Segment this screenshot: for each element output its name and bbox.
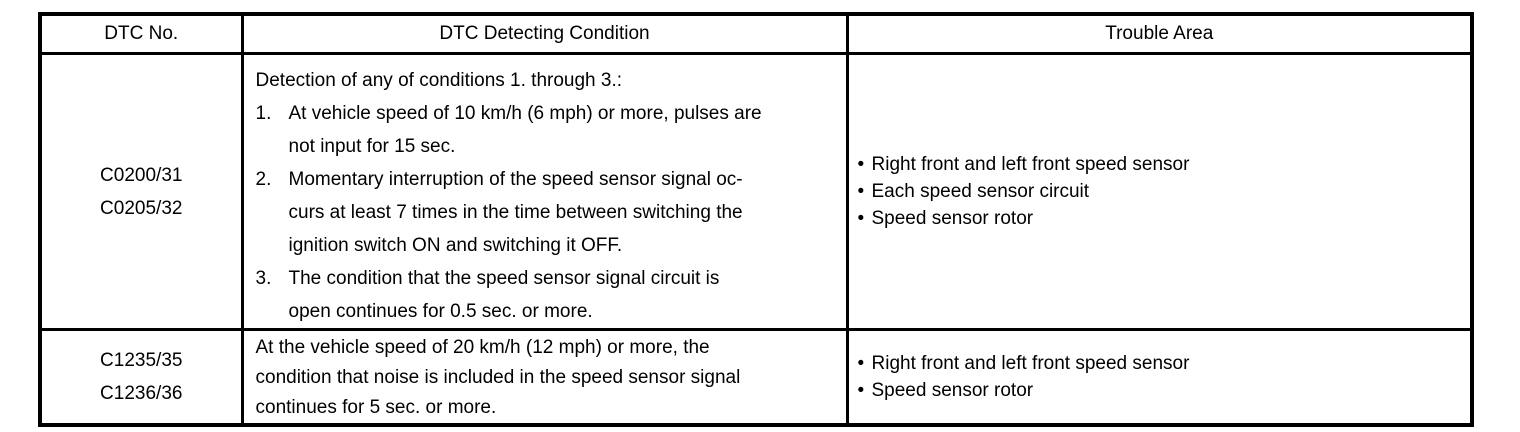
header-trouble-area: Trouble Area [845, 12, 1474, 55]
condition-item-number: 3. [255, 268, 272, 289]
bullet-icon: • [857, 208, 865, 229]
condition-item-text: The condition that the speed sensor sign… [288, 268, 720, 322]
dtc-table: DTC No. DTC Detecting Condition Trouble … [38, 12, 1474, 427]
condition-item: 3. The condition that the speed sensor s… [256, 262, 838, 328]
bullet-icon: • [857, 380, 865, 401]
trouble-area-item: • Right front and left front speed senso… [858, 151, 1465, 178]
dtc-no-cell: C1235/35 C1236/36 [38, 328, 244, 427]
table-row: C1235/35 C1236/36 At the vehicle speed o… [38, 328, 1474, 427]
bullet-icon: • [857, 181, 865, 202]
condition-item: 1. At vehicle speed of 10 km/h (6 mph) o… [256, 97, 838, 163]
trouble-area-text: Speed sensor rotor [871, 380, 1034, 401]
trouble-area-item: • Each speed sensor circuit [858, 178, 1465, 205]
trouble-area-text: Speed sensor rotor [871, 208, 1034, 229]
condition-item-number: 1. [255, 103, 272, 124]
bullet-icon: • [857, 154, 865, 175]
condition-text: At the vehicle speed of 20 km/h (12 mph)… [255, 337, 741, 418]
bullet-icon: • [857, 353, 865, 374]
header-detecting-condition: DTC Detecting Condition [240, 12, 849, 55]
condition-intro: Detection of any of conditions 1. throug… [255, 70, 623, 91]
trouble-area-item: • Right front and left front speed senso… [858, 350, 1465, 377]
trouble-area-item: • Speed sensor rotor [858, 377, 1465, 404]
trouble-area-text: Right front and left front speed sensor [871, 154, 1190, 175]
condition-cell: Detection of any of conditions 1. throug… [240, 52, 849, 331]
trouble-area-text: Each speed sensor circuit [871, 181, 1090, 202]
dtc-no-cell: C0200/31 C0205/32 [38, 52, 244, 331]
condition-cell: At the vehicle speed of 20 km/h (12 mph)… [240, 328, 849, 427]
condition-item-text: Momentary interruption of the speed sens… [288, 169, 743, 256]
trouble-area-item: • Speed sensor rotor [858, 205, 1465, 232]
header-row: DTC No. DTC Detecting Condition Trouble … [38, 12, 1474, 55]
trouble-area-cell: • Right front and left front speed senso… [845, 328, 1474, 427]
condition-item-text: At vehicle speed of 10 km/h (6 mph) or m… [288, 103, 762, 157]
condition-item: 2. Momentary interruption of the speed s… [256, 163, 838, 262]
header-dtc-no: DTC No. [38, 12, 244, 55]
trouble-area-cell: • Right front and left front speed senso… [845, 52, 1474, 331]
trouble-area-text: Right front and left front speed sensor [871, 353, 1190, 374]
table-row: C0200/31 C0205/32 Detection of any of co… [38, 52, 1474, 331]
condition-item-number: 2. [255, 169, 272, 190]
